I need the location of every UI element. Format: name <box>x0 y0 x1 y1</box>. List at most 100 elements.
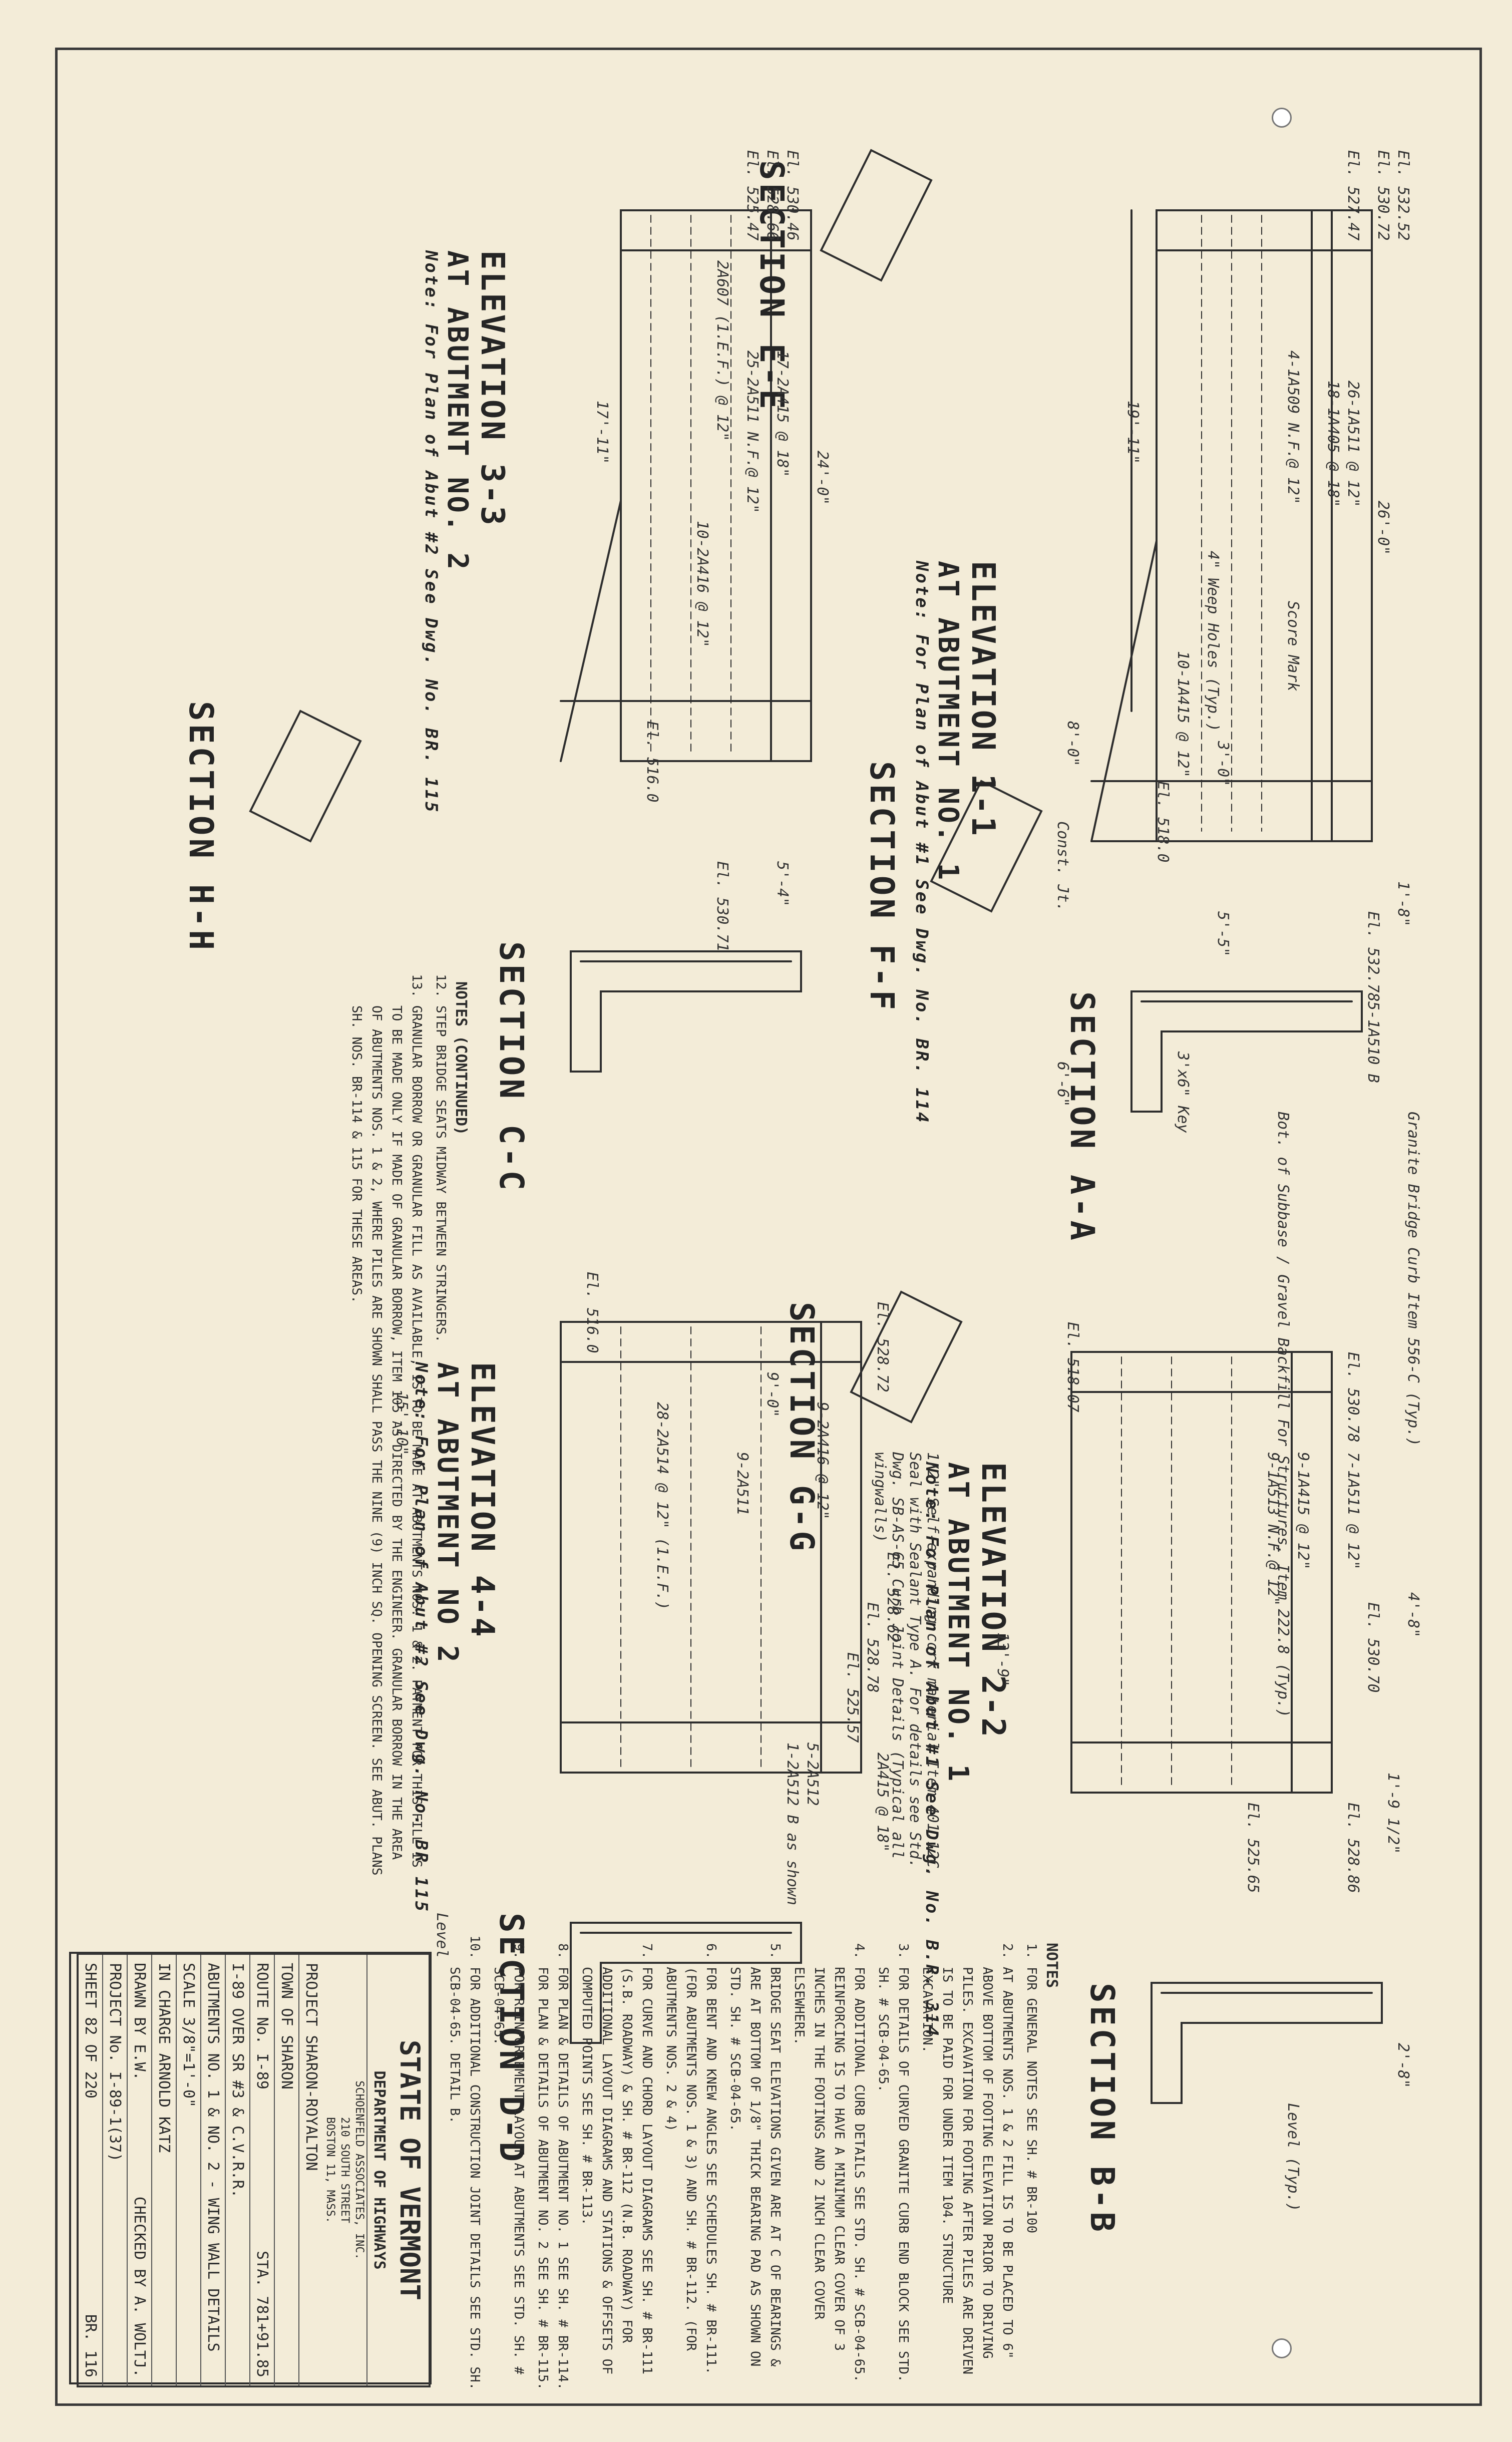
dimension-label: 5'-5" <box>1214 911 1232 957</box>
section-h-h-lines <box>249 710 362 843</box>
rebar-callout: 5-1A510 B <box>1364 1001 1382 1083</box>
rebar-callout: 9-1A415 @ 12" <box>1294 1452 1312 1570</box>
consultant-city: BOSTON 11, MASS. <box>324 2117 336 2223</box>
dimension-label: 19'-11" <box>1124 401 1142 464</box>
granite-curb-label: Granite Bridge Curb Item 556-C (Typ.) <box>1404 1112 1422 1447</box>
dimension-label: 6'-6" <box>1054 1062 1071 1107</box>
note-item: AT ABUTMENTS NOS. 1 & 2 FILL IS TO BE PL… <box>917 1967 1017 2393</box>
rebar-callout: 28-2A514 @ 12" (1.E.F.) <box>653 1402 671 1610</box>
elevation-label: El. 527.47 <box>1344 150 1362 241</box>
notes-continued-heading: NOTES (CONTINUED) <box>452 981 470 1136</box>
elevation-label: El. 525.65 <box>1244 1803 1262 1893</box>
section-c-c-lines <box>570 950 802 1073</box>
elevation-3-3-lines <box>560 209 812 762</box>
score-mark-label: Score Mark <box>1284 601 1302 691</box>
notes-continued-list: STEP BRIDGE SEATS MIDWAY BETWEEN STRINGE… <box>346 981 451 1883</box>
elevation-1-1-title: ELEVATION 1-1 AT ABUTMENT NO. 1 Note: Fo… <box>912 561 1001 1125</box>
elevation-label: El. 516.0 <box>583 1272 601 1353</box>
elevation-label: El. 530.46 <box>784 150 801 241</box>
elevation-label: El. 516.0 <box>643 721 661 803</box>
over: I-89 OVER SR #3 & C.V.R.R. <box>225 1955 249 2385</box>
section-e-e-lines <box>820 149 933 282</box>
drawn-by: DRAWN BY E.W. <box>131 1963 148 2080</box>
rebar-callout: 4-1A509 N.F.@ 12" <box>1284 351 1302 505</box>
section-a-a-lines <box>1130 990 1363 1113</box>
bridge-number: BR. 116 <box>82 2314 99 2377</box>
elevation-label: El. 528.86 <box>1344 1803 1362 1893</box>
elevation-label: El. 532.78 <box>1364 911 1382 1002</box>
notes-heading: NOTES <box>1043 1943 1060 1988</box>
elevation-label: El. 530.71 <box>713 861 731 952</box>
section-b-b-lines <box>1151 1982 1383 2104</box>
rebar-callout: 9-2A511 <box>733 1452 751 1516</box>
rebar-callout: 10-2A416 @ 12" <box>693 521 711 647</box>
note-item: FOR DETAILS OF CURVED GRANITE CURB END B… <box>873 1967 913 2393</box>
note-item: FOR CURVE AND CHORD LAYOUT DIAGRAMS SEE … <box>577 1967 657 2393</box>
dimension-label: 3'-0" <box>1214 741 1232 787</box>
elevation-label: El. 518.07 <box>1064 1322 1081 1413</box>
project-name: PROJECT SHARON-ROYALTON <box>298 1955 323 2385</box>
section-g-g-lines <box>850 1290 963 1424</box>
dimension-label: 4'-8" <box>1404 1592 1422 1638</box>
note-item: FOR ADDITIONAL CONSTRUCTION JOINT DETAIL… <box>445 1967 485 2393</box>
note-item: BRIDGE SEAT ELEVATIONS GIVEN ARE AT C OF… <box>725 1967 785 2393</box>
rebar-callout: 2A415 @ 18" <box>874 1753 891 1852</box>
state-title: STATE OF VERMONT <box>394 2039 426 2301</box>
elevation-2-2-lines <box>1070 1351 1333 1794</box>
elevation-label: El. 518.0 <box>1154 781 1172 863</box>
section-b-b-label: SECTION B-B <box>1083 1983 1121 2235</box>
sheet-of: SHEET 82 OF 220 <box>82 1963 99 2099</box>
sheet-number: SHEET 82 OF 220 BR. 116 <box>79 1955 102 2385</box>
weep-holes-label: 4" Weep Holes (Typ.) <box>1204 551 1222 732</box>
rebar-callout: 17-2A415 @ 18" <box>774 351 791 477</box>
elevation-3-3-title: ELEVATION 3-3 AT ABUTMENT NO. 2 Note: Fo… <box>421 250 511 814</box>
section-f-f-lines <box>930 780 1043 913</box>
rebar-callout: 2A607 (1.E.F.) @ 12" <box>713 260 731 442</box>
elevation-label: El. 525.57 <box>844 1652 861 1743</box>
title-block: STATE OF VERMONT DEPARTMENT OF HIGHWAYS … <box>77 1953 431 2387</box>
section-h-h-label: SECTION H-H <box>182 701 220 953</box>
dimension-label: 2'-8" <box>1394 2043 1412 2088</box>
dimension-label: 1'-8" <box>1394 881 1412 927</box>
notes-list: FOR GENERAL NOTES SEE SH. # BR-100 AT AB… <box>445 1943 1041 2393</box>
section-c-c-label: SECTION C-C <box>492 941 531 1194</box>
section-d-d-lines <box>570 1922 802 2044</box>
route-station: ROUTE No. I-89 STA. 781+91.85 <box>249 1955 274 2385</box>
dimension-label: 17'-11" <box>593 401 611 464</box>
note-item: FOR ADDITIONAL CURB DETAILS SEE STD. SH.… <box>789 1967 869 2393</box>
dimension-label: 13'-9" <box>994 1632 1011 1687</box>
elevation-label: El. 532.52 <box>1394 150 1412 241</box>
rebar-callout: 7-1A511 @ 12" <box>1344 1452 1362 1570</box>
elevation-label: El. 528.66 <box>764 150 781 241</box>
key-label: 3'x6" Key <box>1174 1052 1192 1133</box>
level-typ-label: Level (Typ.) <box>1284 2103 1302 2212</box>
town: TOWN OF SHARON <box>274 1955 298 2385</box>
elevation-label: El. 528.72 <box>874 1302 891 1392</box>
note-item: GRANULAR BORROW OR GRANULAR FILL AS AVAI… <box>346 1005 427 1883</box>
station: STA. 781+91.85 <box>253 2251 271 2377</box>
gravel-backfill-label: Bot. of Subbase / Gravel Backfill For St… <box>1274 1112 1292 1718</box>
rebar-callout: 25-2A511 N.F.@ 12" <box>743 351 761 514</box>
elevation-4-4-lines <box>560 1321 862 1774</box>
dimension-label: 24'-0" <box>814 451 831 505</box>
elevation-label: El. 530.72 <box>1374 150 1392 241</box>
dimension-label: 9'-0" <box>764 1372 781 1418</box>
note-item: FOR PLAN & DETAILS OF ABUTMENT NO. 1 SEE… <box>533 1967 573 2393</box>
rebar-callout: 10-1A415 @ 12" <box>1174 651 1192 778</box>
scale: SCALE 3/8"=1'-0" <box>176 1955 200 2385</box>
consultant-address: 210 SOUTH STREET <box>338 2117 351 2223</box>
dimension-label: 5'-4" <box>774 861 791 907</box>
rebar-callout: 9-2A416 @ 12" <box>814 1402 831 1520</box>
consultant: SCHOENFELD ASSOCIATES, INC. <box>353 2080 365 2260</box>
const-joint-label: Const. Jt. <box>1054 821 1071 912</box>
elevation-label: El. 530.78 <box>1344 1352 1362 1443</box>
note-item: STEP BRIDGE SEATS MIDWAY BETWEEN STRINGE… <box>431 1005 451 1883</box>
dimension-label: 8'-0" <box>1064 721 1081 767</box>
dimension-label: 1'-9 1/2" <box>1384 1773 1402 1854</box>
route: ROUTE No. I-89 <box>253 1963 271 2089</box>
project-number: PROJECT No. I-89-1(37) <box>102 1955 127 2385</box>
elevation-1-1-lines <box>1090 209 1373 842</box>
